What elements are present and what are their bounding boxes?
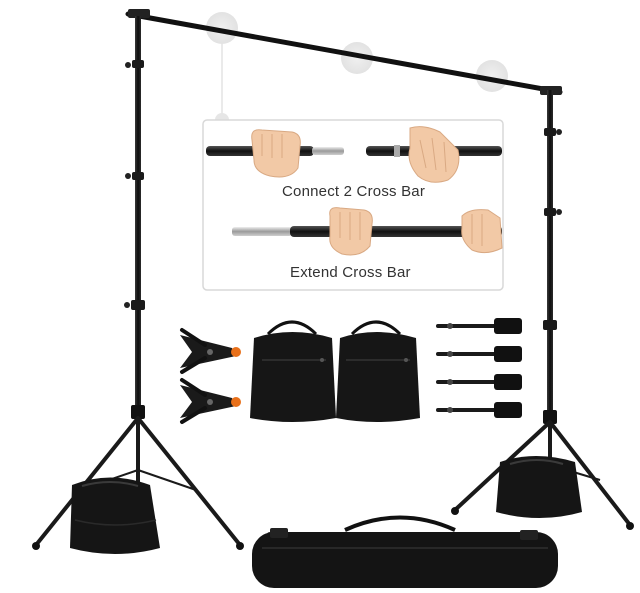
crossbar (125, 9, 563, 95)
connect-bars-illustration (206, 126, 502, 183)
sandbag (336, 320, 420, 422)
sandbag-right (496, 456, 582, 518)
spring-clamp (180, 328, 241, 374)
backdrop-clip (436, 402, 522, 418)
light-stand-left (32, 16, 244, 550)
sandbags (250, 320, 420, 422)
sandbag (250, 320, 336, 422)
spring-clamp (180, 378, 241, 424)
sandbag-left (70, 477, 160, 554)
backdrop-clip (436, 318, 522, 334)
extend-label: Extend Cross Bar (290, 264, 411, 281)
carry-bag (252, 515, 558, 588)
guide-dots (206, 12, 508, 127)
backdrop-clip (436, 346, 522, 362)
instruction-inset (202, 119, 504, 291)
extend-bar-illustration (232, 207, 503, 256)
spring-clamps (180, 328, 241, 424)
backdrop-clips (436, 318, 522, 418)
connect-label: Connect 2 Cross Bar (282, 183, 426, 200)
backdrop-clip (436, 374, 522, 390)
